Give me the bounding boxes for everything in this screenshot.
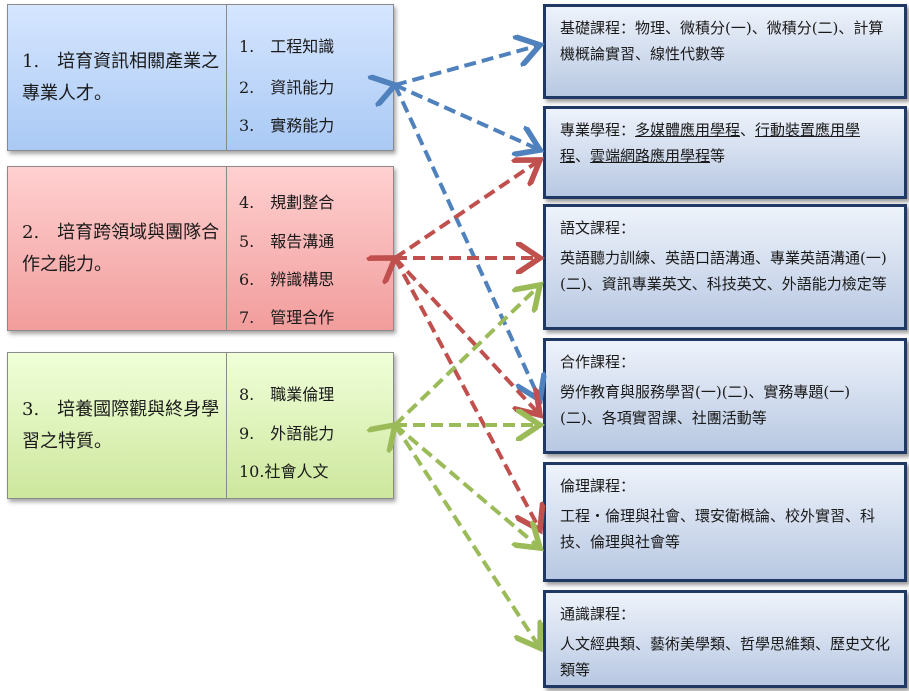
course-box-professional: 專業學程：多媒體應用學程、行動裝置應用學程、雲端網路應用學程等 bbox=[543, 106, 907, 199]
ability-list: 4. 規劃整合 5. 報告溝通 6. 辨識構思 7. 管理合作 bbox=[227, 167, 395, 330]
course-box-cooperation: 合作課程： 勞作教育與服務學習(一)(二)、實務專題(一)(二)、各項實習課、社… bbox=[543, 338, 907, 454]
course-box-general: 通識課程： 人文經典類、藝術美學類、哲學思維類、歷史文化類等 bbox=[543, 590, 907, 688]
program-link: 多媒體應用學程 bbox=[635, 121, 741, 139]
course-heading: 語文課程： bbox=[560, 219, 636, 237]
ability-item: 5. 報告溝通 bbox=[239, 232, 335, 251]
ability-item: 9. 外語能力 bbox=[239, 424, 335, 443]
goal-title: 2. 培育跨領域與團隊合作之能力。 bbox=[8, 167, 227, 330]
course-heading: 合作課程： bbox=[560, 353, 636, 371]
course-heading: 通識課程： bbox=[560, 605, 636, 623]
course-tail: 等 bbox=[710, 147, 726, 165]
goal-title: 3. 培養國際觀與終身學習之特質。 bbox=[8, 353, 227, 498]
ability-item: 4. 規劃整合 bbox=[239, 193, 335, 212]
ability-item: 8. 職業倫理 bbox=[239, 385, 335, 404]
goal-box-2: 2. 培育跨領域與團隊合作之能力。 4. 規劃整合 5. 報告溝通 6. 辨識構… bbox=[7, 166, 394, 331]
arrow-blue bbox=[394, 83, 540, 150]
ability-item: 10.社會人文 bbox=[239, 462, 329, 481]
goal-box-3: 3. 培養國際觀與終身學習之特質。 8. 職業倫理 9. 外語能力 10.社會人… bbox=[7, 352, 394, 499]
course-box-ethics: 倫理課程： 工程‧倫理與社會、環安衛概論、校外實習、科技、倫理與社會等 bbox=[543, 462, 907, 582]
arrow-green bbox=[393, 423, 540, 548]
ability-item: 3. 實務能力 bbox=[239, 116, 335, 135]
ability-list: 8. 職業倫理 9. 外語能力 10.社會人文 bbox=[227, 353, 395, 498]
arrow-red bbox=[395, 160, 540, 258]
ability-item: 6. 辨識構思 bbox=[239, 270, 335, 289]
course-body: 勞作教育與服務學習(一)(二)、實務專題(一)(二)、各項實習課、社團活動等 bbox=[560, 383, 851, 427]
program-link: 雲端網路應用學程 bbox=[590, 147, 711, 165]
course-heading: 倫理課程： bbox=[560, 477, 636, 495]
arrow-blue bbox=[395, 45, 540, 85]
arrow-green bbox=[395, 285, 540, 425]
course-body: 人文經典類、藝術美學類、哲學思維類、歷史文化類等 bbox=[560, 635, 891, 679]
course-text: 基礎課程：物理、微積分(一)、微積分(二)、計算機概論實習、線性代數等 bbox=[560, 19, 884, 63]
course-heading: 專業學程： bbox=[560, 121, 636, 139]
goal-title: 1. 培育資訊相關產業之專業人才。 bbox=[8, 5, 227, 150]
course-body: 英語聽力訓練、英語口語溝通、專業英語溝通(一)(二)、資訊專業英文、科技英文、外… bbox=[560, 249, 887, 293]
goal-box-1: 1. 培育資訊相關產業之專業人才。 1. 工程知識 2. 資訊能力 3. 實務能… bbox=[7, 4, 394, 151]
course-body: 工程‧倫理與社會、環安衛概論、校外實習、科技、倫理與社會等 bbox=[560, 507, 876, 551]
program-link: 行動裝置應用學程 bbox=[560, 121, 861, 165]
arrow-green bbox=[393, 423, 540, 648]
ability-item: 1. 工程知識 bbox=[239, 37, 335, 56]
ability-list: 1. 工程知識 2. 資訊能力 3. 實務能力 bbox=[227, 5, 395, 150]
ability-item: 2. 資訊能力 bbox=[239, 78, 335, 97]
ability-item: 7. 管理合作 bbox=[239, 308, 335, 327]
